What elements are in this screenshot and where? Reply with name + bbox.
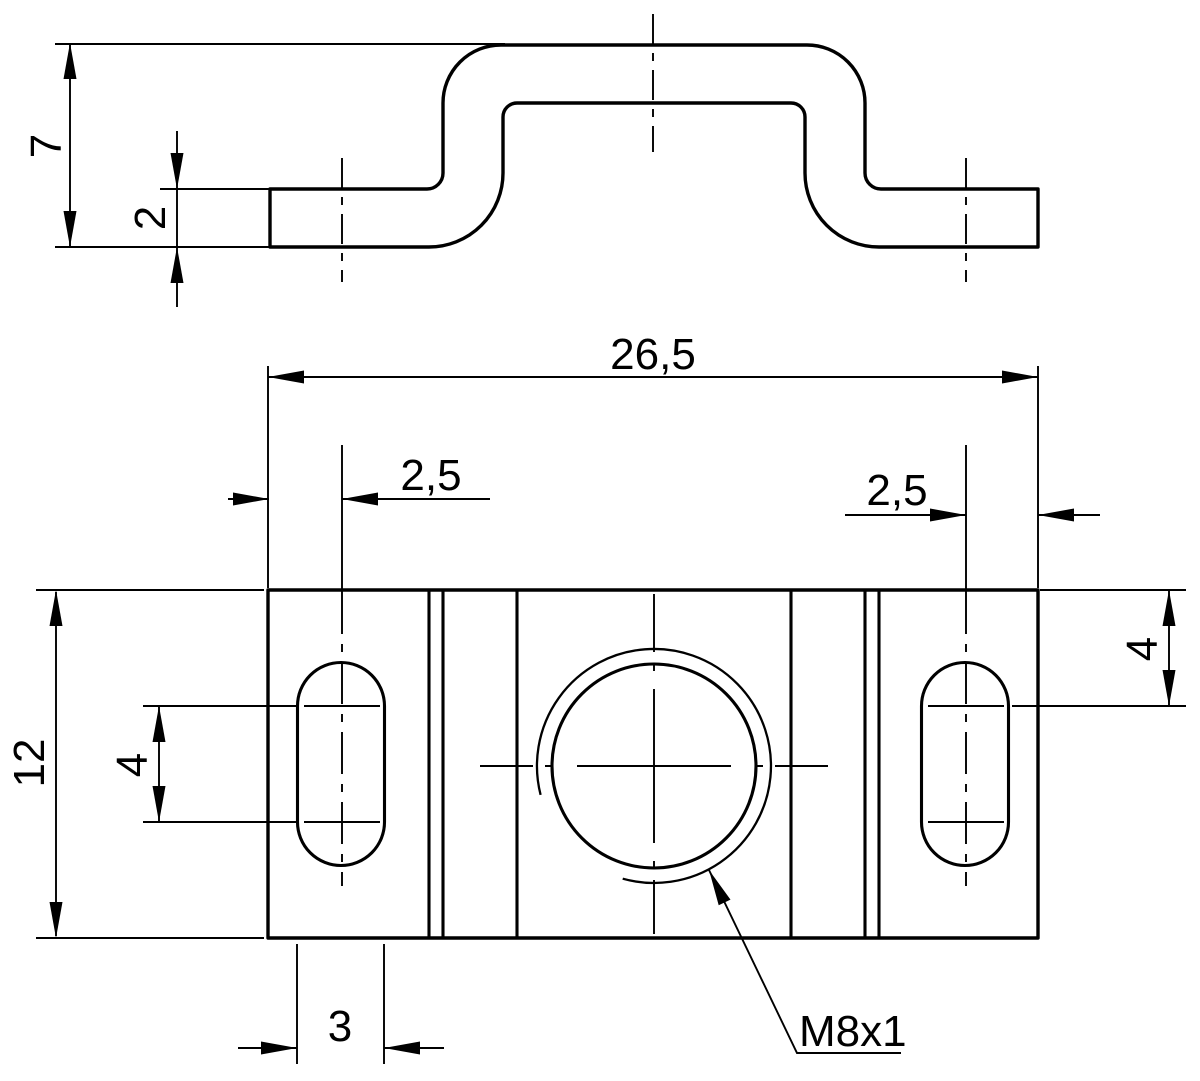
arrowhead	[342, 492, 378, 506]
arrowhead	[49, 590, 63, 626]
leader-line	[708, 869, 901, 1054]
thread-callout: M8x1	[708, 869, 907, 1056]
dimension-slot-length-left: 4	[108, 706, 166, 822]
dimension-slot-width: 3	[238, 1002, 444, 1055]
arrowhead	[1162, 590, 1176, 626]
dimension-profile-height: 7	[22, 43, 77, 247]
dimension-slot-offset-right: 2,5	[845, 466, 1100, 522]
arrowhead	[261, 1041, 297, 1055]
arrowhead	[1002, 370, 1038, 384]
bracket-profile-outline	[268, 43, 1040, 249]
thread-major-arc	[535, 647, 773, 885]
dim-text-plate-width: 12	[5, 739, 54, 788]
dim-text-overall-length: 26,5	[610, 330, 696, 379]
dim-text-slot-width: 3	[328, 1002, 352, 1051]
arrowhead	[49, 902, 63, 938]
slot-left	[295, 661, 387, 867]
arrowhead	[1038, 508, 1074, 522]
thread-callout-text: M8x1	[799, 1007, 907, 1056]
dim-text-slot-length-right: 4	[1118, 637, 1167, 661]
dimension-sheet-thickness: 2	[126, 131, 184, 307]
centerline-hole-cross	[480, 594, 828, 934]
extension-lines	[36, 366, 1186, 1064]
dimension-plate-width: 12	[5, 590, 63, 938]
slot-center-marks	[304, 705, 1004, 823]
arrowhead	[233, 492, 269, 506]
dimension-overall-length: 26,5	[268, 330, 1038, 384]
dimension-slot-length-right: 4	[1118, 590, 1176, 706]
arrowhead	[63, 43, 77, 79]
dimension-slot-offset-left: 2,5	[228, 451, 490, 506]
front-view: 7 2	[22, 14, 1040, 307]
arrowhead	[1162, 670, 1176, 706]
dim-text-profile-height: 7	[22, 134, 71, 158]
arrowhead	[268, 370, 304, 384]
arrowhead	[709, 870, 731, 906]
dim-text-slot-offset-left: 2,5	[400, 451, 461, 500]
arrowhead	[152, 706, 166, 742]
slot-right	[919, 661, 1011, 867]
arrowhead	[930, 508, 966, 522]
dim-text-slot-offset-right: 2,5	[866, 466, 927, 515]
arrowhead	[152, 786, 166, 822]
plan-view: 26,5 2,5 2,5 12 4	[5, 330, 1186, 1064]
arrowhead	[384, 1041, 420, 1055]
arrowhead	[170, 153, 184, 189]
arrowhead	[63, 211, 77, 247]
arrowhead	[170, 247, 184, 283]
dim-text-sheet-thickness: 2	[126, 206, 175, 230]
dim-text-slot-length-left: 4	[108, 753, 157, 777]
